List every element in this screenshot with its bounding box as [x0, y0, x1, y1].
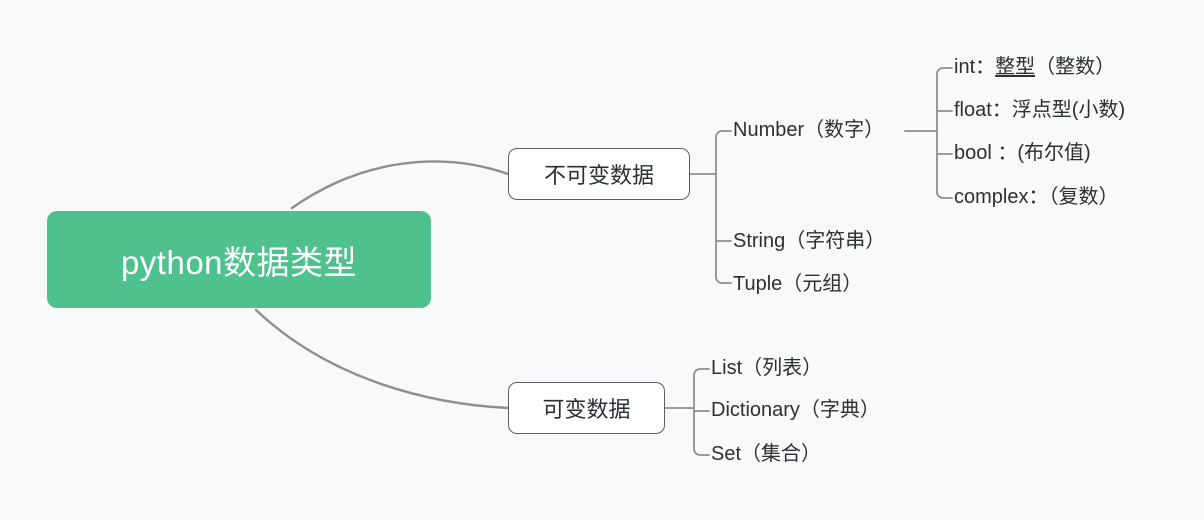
- branch-node-mutable[interactable]: 可变数据: [508, 382, 665, 434]
- leaf-string-label: String（字符串）: [733, 230, 886, 252]
- leaf-tuple[interactable]: Tuple（元组）: [733, 274, 862, 294]
- leaf-number-label: Number（数字）: [733, 119, 885, 141]
- leaf-complex[interactable]: complex：（复数）: [954, 187, 1118, 207]
- root-node-label: python数据类型: [120, 243, 358, 281]
- leaf-set[interactable]: Set（集合）: [711, 444, 821, 464]
- connector-root-to-mutable: [254, 308, 510, 410]
- leaf-int-prefix: int：: [954, 56, 996, 78]
- leaf-number[interactable]: Number（数字）: [733, 120, 884, 140]
- bracket-mutable: [693, 368, 710, 456]
- leaf-dictionary[interactable]: Dictionary（字典）: [711, 400, 880, 420]
- bracket-immutable: [715, 130, 732, 284]
- leaf-list-label: List（列表）: [711, 357, 823, 379]
- leaf-float[interactable]: float：浮点型(小数): [954, 100, 1125, 120]
- leaf-string[interactable]: String（字符串）: [733, 231, 885, 251]
- leaf-int-suffix: （整数）: [1035, 56, 1116, 78]
- branch-node-immutable-label: 不可变数据: [543, 163, 654, 188]
- branch-node-mutable-label: 可变数据: [542, 397, 631, 422]
- leaf-dictionary-label: Dictionary（字典）: [711, 399, 880, 421]
- bracket-number: [936, 67, 953, 199]
- leaf-int[interactable]: int：整型（整数）: [954, 57, 1115, 77]
- leaf-tuple-label: Tuple（元组）: [733, 273, 863, 295]
- root-node[interactable]: python数据类型: [47, 211, 431, 308]
- leaf-set-label: Set（集合）: [711, 443, 822, 465]
- leaf-bool-label: bool ：(布尔值): [954, 142, 1091, 164]
- leaf-list[interactable]: List（列表）: [711, 358, 822, 378]
- connector-root-to-immutable: [290, 160, 510, 210]
- leaf-bool[interactable]: bool ：(布尔值): [954, 143, 1091, 163]
- leaf-int-emphasis: 整型: [995, 56, 1036, 78]
- leaf-complex-label: complex：（复数）: [954, 186, 1119, 208]
- branch-node-immutable[interactable]: 不可变数据: [508, 148, 690, 200]
- leaf-float-label: float：浮点型(小数): [954, 99, 1126, 121]
